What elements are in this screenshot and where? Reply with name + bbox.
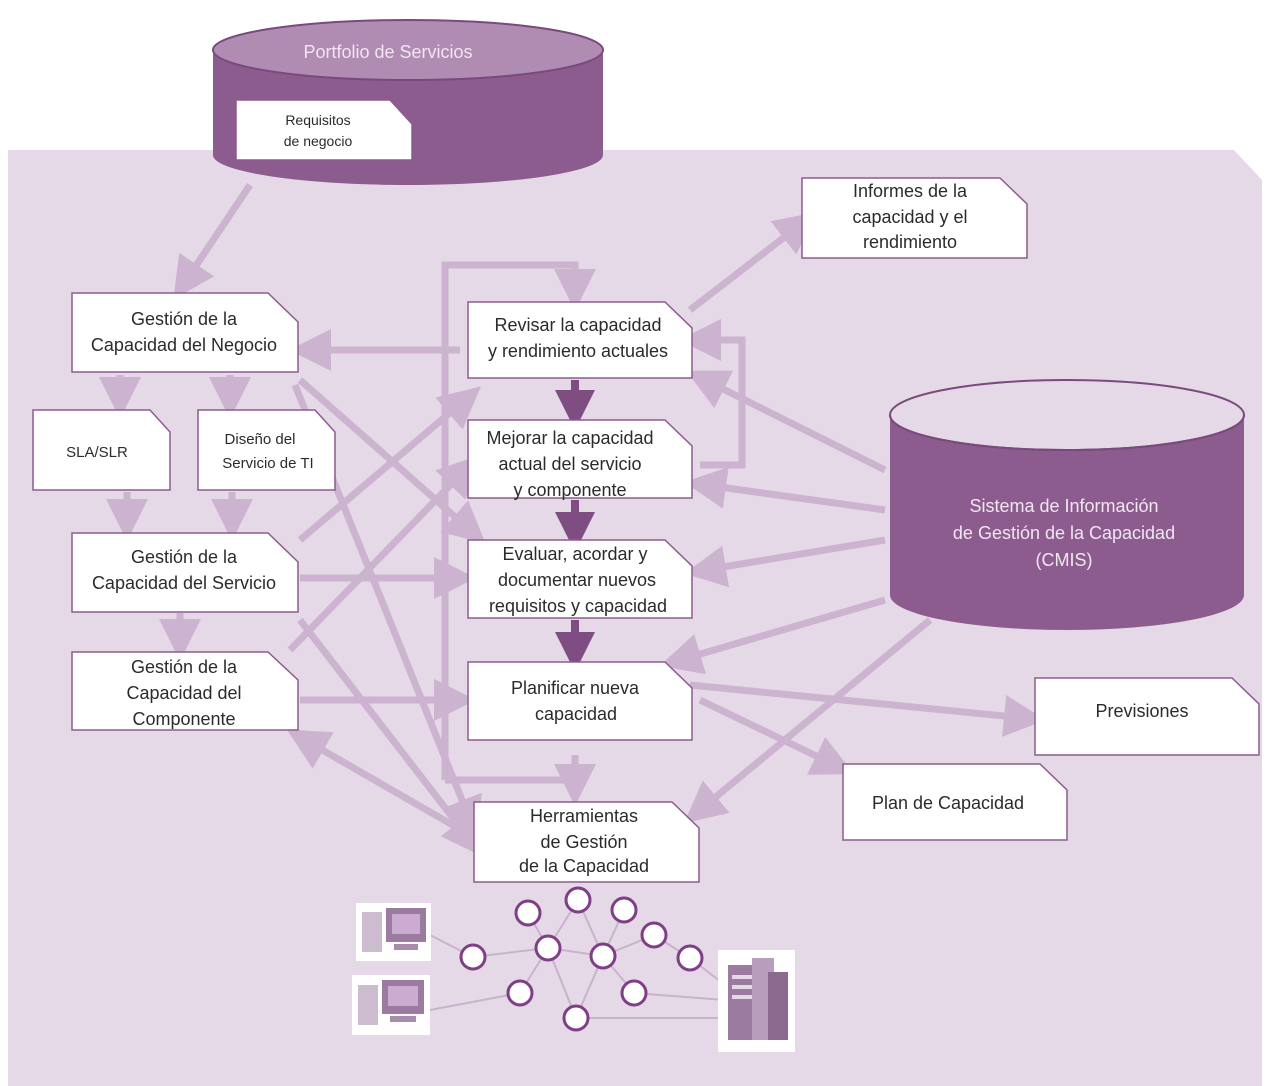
business-line2: Capacidad del Negocio — [91, 335, 277, 355]
reports-line2: capacidad y el — [852, 207, 967, 227]
capacity-plan-doc: Plan de Capacidad — [842, 763, 1068, 841]
component-line1: Gestión de la — [131, 657, 238, 677]
design-line1: Diseño del — [225, 431, 296, 448]
review-line2: y rendimiento actuales — [488, 341, 668, 361]
improve-line1: Mejorar la capacidad — [486, 428, 653, 448]
requirements-doc-line2: de negocio — [284, 133, 353, 149]
business-capacity-doc: Gestión de la Capacidad del Negocio — [71, 292, 299, 373]
design-line2: Servicio de TI — [222, 455, 313, 472]
cmis-database: Sistema de Información de Gestión de la … — [889, 379, 1245, 630]
reports-line3: rendimiento — [863, 232, 957, 252]
tools-line1: Herramientas — [530, 806, 638, 826]
reports-line1: Informes de la — [853, 181, 968, 201]
forecasts-doc: Previsiones — [1034, 677, 1260, 756]
review-line1: Revisar la capacidad — [494, 315, 661, 335]
network-node — [562, 1004, 590, 1032]
network-node — [676, 944, 704, 972]
tools-line2: de Gestión — [540, 832, 627, 852]
component-capacity-doc: Gestión de la Capacidad del Componente — [71, 651, 299, 731]
network-node — [514, 899, 542, 927]
business-line1: Gestión de la — [131, 309, 238, 329]
network-node — [506, 979, 534, 1007]
cmis-line2: de Gestión de la Capacidad — [953, 523, 1175, 543]
it-service-design-doc: Diseño del Servicio de TI — [197, 409, 336, 491]
assess-requirements-doc: Evaluar, acordar y documentar nuevos req… — [467, 539, 693, 619]
sla-slr-doc: SLA/SLR — [32, 409, 171, 491]
network-node — [620, 979, 648, 1007]
service-capacity-doc: Gestión de la Capacidad del Servicio — [71, 532, 299, 613]
capacity-plan-label: Plan de Capacidad — [872, 793, 1024, 813]
service-line2: Capacidad del Servicio — [92, 573, 276, 593]
plan-line2: capacidad — [535, 704, 617, 724]
assess-line1: Evaluar, acordar y — [502, 544, 647, 564]
network-node — [534, 934, 562, 962]
server-tower-icon — [718, 950, 795, 1052]
computer-monitor-icon — [356, 903, 431, 961]
network-node — [610, 896, 638, 924]
network-node — [589, 942, 617, 970]
requirements-doc: Requisitos de negocio — [235, 99, 413, 161]
tools-line3: de la Capacidad — [519, 856, 649, 876]
network-node — [640, 921, 668, 949]
improve-line3: y componente — [513, 480, 626, 500]
improve-line2: actual del servicio — [498, 454, 641, 474]
cmis-line1: Sistema de Información — [969, 496, 1158, 516]
cmis-line3: (CMIS) — [1036, 550, 1093, 570]
network-graph — [429, 886, 726, 1032]
network-node — [564, 886, 592, 914]
service-line1: Gestión de la — [131, 547, 238, 567]
sla-label: SLA/SLR — [66, 444, 128, 461]
component-line2: Capacidad del — [126, 683, 241, 703]
assess-line3: requisitos y capacidad — [489, 596, 667, 616]
network-node — [459, 943, 487, 971]
arrows-light — [99, 183, 1046, 857]
capacity-tools-doc: Herramientas de Gestión de la Capacidad — [473, 801, 700, 883]
reports-doc: Informes de la capacidad y el rendimient… — [801, 177, 1028, 259]
review-capacity-doc: Revisar la capacidad y rendimiento actua… — [467, 301, 693, 379]
plan-capacity-doc: Planificar nueva capacidad — [467, 661, 693, 741]
assess-line2: documentar nuevos — [498, 570, 656, 590]
improve-capacity-doc: Mejorar la capacidad actual del servicio… — [467, 419, 693, 500]
requirements-doc-line1: Requisitos — [285, 112, 350, 128]
portfolio-title: Portfolio de Servicios — [303, 42, 472, 62]
computer-monitor-icon — [352, 975, 430, 1035]
plan-line1: Planificar nueva — [511, 678, 640, 698]
forecasts-label: Previsiones — [1095, 701, 1188, 721]
component-line3: Componente — [132, 709, 235, 729]
